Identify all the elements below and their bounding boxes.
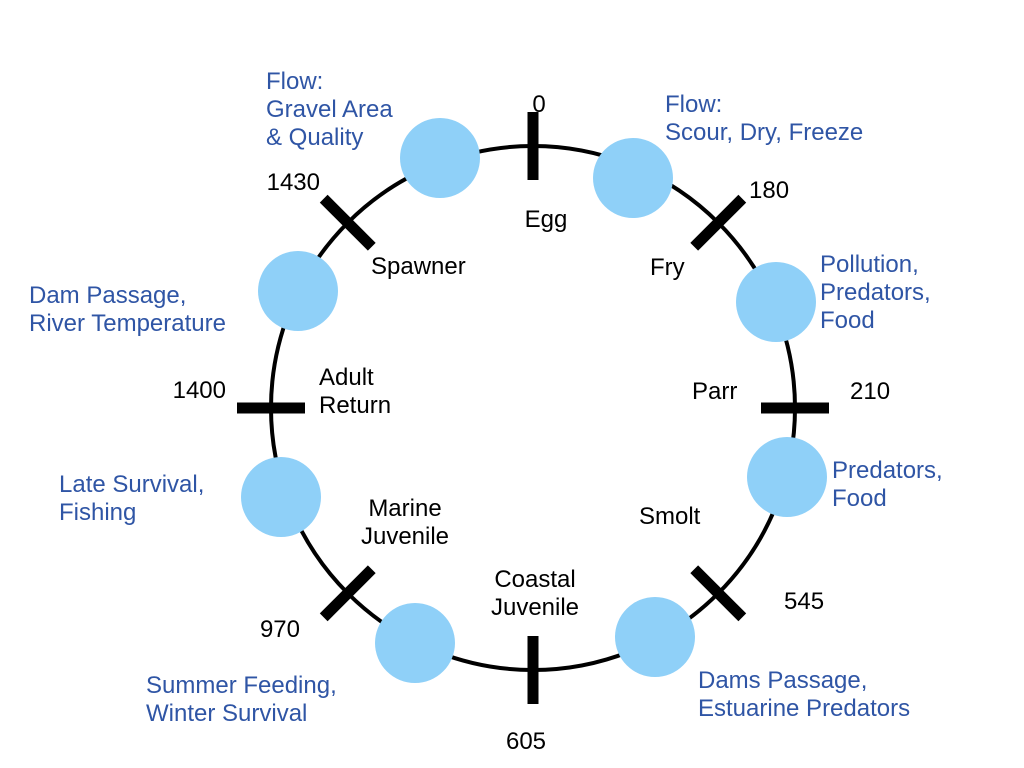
factor-label-pollution-line: Food: [820, 307, 875, 334]
stage-label-coastal-juvenile-line: Juvenile: [491, 594, 579, 621]
stage-label-smolt-line: Smolt: [639, 503, 701, 530]
factor-label-gravel-line: Gravel Area: [266, 96, 393, 123]
tick-180-mark: [690, 194, 747, 251]
factor-labels: Flow:Scour, Dry, FreezePollution,Predato…: [29, 68, 943, 727]
factor-node-late-survival: [241, 457, 321, 537]
factor-node-summer-winter: [375, 603, 455, 683]
tick-605-label: 605: [506, 728, 546, 755]
factor-label-dams-estuarine: Dams Passage,Estuarine Predators: [698, 667, 910, 722]
factor-node-dams-estuarine: [615, 597, 695, 677]
stage-label-coastal-juvenile-line: Coastal: [494, 566, 575, 593]
factor-label-predators-food-line: Food: [832, 485, 887, 512]
stage-label-adult-return-line: Adult: [319, 364, 374, 391]
tick-545-mark: [690, 565, 747, 622]
factor-label-summer-winter-line: Winter Survival: [146, 700, 307, 727]
day-labels: 0 180 210 545 605 970 1400 1430: [173, 91, 890, 755]
factor-label-predators-food-line: Predators,: [832, 457, 943, 484]
factor-node-dam-river: [258, 251, 338, 331]
factor-label-late-survival-line: Late Survival,: [59, 471, 204, 498]
tick-545-label: 545: [784, 588, 824, 615]
tick-970-label: 970: [260, 616, 300, 643]
stage-label-marine-juvenile-line: Marine: [368, 495, 441, 522]
stage-label-smolt: Smolt: [639, 503, 701, 530]
factor-label-scour: Flow:Scour, Dry, Freeze: [665, 91, 863, 146]
stage-label-fry-line: Fry: [650, 254, 685, 281]
tick-970-mark: [319, 565, 376, 622]
factor-node-scour: [593, 138, 673, 218]
factor-label-scour-line: Flow:: [665, 91, 722, 118]
factor-label-late-survival: Late Survival,Fishing: [59, 471, 204, 526]
tick-1430-label: 1430: [267, 169, 320, 196]
tick-210-label: 210: [850, 378, 890, 405]
stage-label-egg: Egg: [525, 206, 568, 233]
factor-label-gravel: Flow:Gravel Area& Quality: [266, 68, 393, 151]
stage-label-parr-line: Parr: [692, 378, 737, 405]
stage-label-fry: Fry: [650, 254, 685, 281]
tick-1400-label: 1400: [173, 377, 226, 404]
factor-node-predators-food: [747, 437, 827, 517]
factor-label-pollution-line: Predators,: [820, 279, 931, 306]
stage-label-spawner: Spawner: [371, 253, 466, 280]
factor-label-predators-food: Predators,Food: [832, 457, 943, 512]
factor-label-late-survival-line: Fishing: [59, 499, 136, 526]
stage-label-marine-juvenile-line: Juvenile: [361, 523, 449, 550]
factor-label-summer-winter: Summer Feeding,Winter Survival: [146, 672, 337, 727]
stage-label-spawner-line: Spawner: [371, 253, 466, 280]
factor-label-dams-estuarine-line: Estuarine Predators: [698, 695, 910, 722]
factor-node-gravel: [400, 118, 480, 198]
factor-nodes: [241, 118, 827, 683]
stage-label-parr: Parr: [692, 378, 737, 405]
factor-label-summer-winter-line: Summer Feeding,: [146, 672, 337, 699]
stage-label-egg-line: Egg: [525, 206, 568, 233]
day-ticks: [237, 112, 829, 704]
factor-label-gravel-line: Flow:: [266, 68, 323, 95]
factor-node-pollution: [736, 262, 816, 342]
factor-label-dam-river-line: River Temperature: [29, 310, 226, 337]
factor-label-dams-estuarine-line: Dams Passage,: [698, 667, 867, 694]
factor-label-dam-river-line: Dam Passage,: [29, 282, 186, 309]
factor-label-pollution-line: Pollution,: [820, 251, 919, 278]
factor-label-dam-river: Dam Passage,River Temperature: [29, 282, 226, 337]
factor-label-gravel-line: & Quality: [266, 124, 363, 151]
factor-label-scour-line: Scour, Dry, Freeze: [665, 119, 863, 146]
tick-1430-mark: [319, 194, 376, 251]
tick-0-label: 0: [532, 91, 545, 118]
factor-label-pollution: Pollution,Predators,Food: [820, 251, 931, 334]
tick-180-label: 180: [749, 177, 789, 204]
stage-label-adult-return-line: Return: [319, 392, 391, 419]
